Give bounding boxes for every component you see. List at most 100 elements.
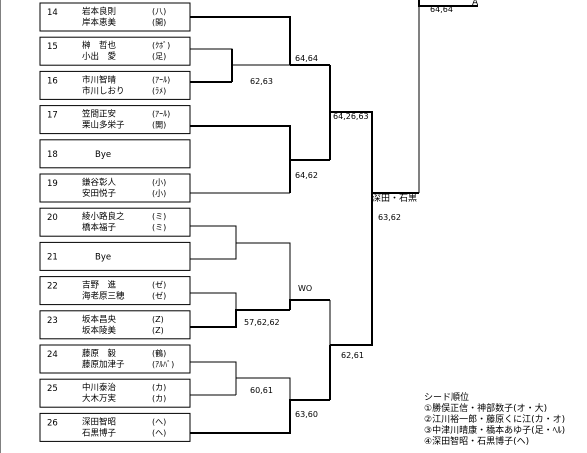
player-name: 深田智昭 bbox=[82, 416, 116, 427]
player-name: 石黒博子 bbox=[82, 427, 117, 438]
player-club: (ゼ) bbox=[152, 280, 166, 290]
player-name: 海老原三穂 bbox=[82, 291, 125, 302]
entry-number: 20 bbox=[47, 213, 58, 223]
player-club: (ﾗﾒ) bbox=[152, 86, 166, 95]
player-club: (ミ) bbox=[152, 223, 166, 232]
player-name: 市川しおり bbox=[82, 85, 125, 96]
player-name: 大木万実 bbox=[82, 393, 117, 404]
player-name: 笠間正安 bbox=[82, 109, 116, 120]
player-club: (カ) bbox=[152, 383, 166, 392]
player-name: 鎌谷彰人 bbox=[82, 177, 117, 188]
bracket-line-14 bbox=[190, 16, 291, 65]
seed-line-3: ③中津川晴康・橋本あゆ子(足・ﾍﾙ) bbox=[424, 424, 565, 436]
bracket-line-r3-top-out bbox=[330, 111, 373, 193]
player-club: (ヘ) bbox=[152, 417, 166, 426]
score-r3-top: 64,26,63 bbox=[333, 112, 369, 121]
entry-number: 19 bbox=[47, 179, 58, 189]
player-club: (Z) bbox=[152, 315, 164, 324]
player-club: (ｱｰﾙ) bbox=[152, 75, 170, 84]
bracket-line-22 bbox=[190, 292, 237, 327]
player-club: (足) bbox=[152, 52, 166, 61]
score-r2-26: 63,60 bbox=[295, 410, 318, 419]
bye-label: Bye bbox=[95, 252, 111, 262]
bracket-line-r3-bottom-out bbox=[330, 193, 373, 346]
entry-box-frame bbox=[39, 241, 191, 271]
score-labels: 64,64 A 62,63 64,64 64,62 64,26,63 63,62… bbox=[244, 0, 479, 419]
entry-box-frame bbox=[39, 344, 191, 374]
player-club: (小) bbox=[152, 178, 166, 187]
score-wo: WO bbox=[298, 284, 312, 293]
entry-box-frame bbox=[39, 139, 191, 169]
seed-line-1: ①勝俣正信・神部数子(オ・大) bbox=[424, 402, 547, 414]
player-club: (ヘ) bbox=[152, 428, 166, 437]
player-club: (Z) bbox=[152, 326, 164, 335]
entry-box-frame bbox=[39, 70, 191, 100]
entry-number: 14 bbox=[47, 8, 58, 18]
player-name: 吉野 進 bbox=[82, 281, 117, 291]
bracket-line-2425-out bbox=[236, 377, 291, 412]
player-club: (カ) bbox=[152, 394, 166, 403]
entry-number: 26 bbox=[47, 418, 58, 428]
entry-number: 15 bbox=[47, 42, 58, 52]
bracket-line-24 bbox=[190, 361, 237, 395]
seed-line-4: ④深田智昭・石黒博子(ヘ) bbox=[424, 435, 529, 447]
entry-box: 20 綾小路良之 (ミ) 橋本福子 (ミ) bbox=[39, 207, 191, 237]
bracket-line-15 bbox=[190, 48, 233, 82]
entry-number: 25 bbox=[47, 384, 58, 394]
entry-box-frame bbox=[39, 173, 191, 203]
player-name: 榊 哲也 bbox=[82, 40, 117, 51]
score-r2-22-23: 57,62,62 bbox=[244, 318, 280, 327]
score-semi: 63,62 bbox=[378, 213, 401, 222]
entry-box: 26 深田智昭 (ヘ) 石黒博子 (ヘ) bbox=[39, 412, 191, 442]
player-club: (ゼ) bbox=[152, 291, 166, 301]
player-name: 橋本福子 bbox=[82, 222, 117, 233]
player-name: 中川泰治 bbox=[82, 382, 117, 393]
bracket-line-20-21 bbox=[190, 225, 237, 260]
entry-number: 23 bbox=[47, 316, 58, 326]
score-top-right: 64,64 bbox=[430, 5, 453, 14]
player-club: (開) bbox=[152, 18, 166, 27]
score-r2-17-19: 64,62 bbox=[295, 171, 318, 180]
player-club: (ｸﾎﾞ) bbox=[152, 41, 170, 50]
entry-box-frame bbox=[39, 276, 191, 306]
entry-box-frame bbox=[39, 36, 191, 66]
player-name: 安田悦子 bbox=[82, 188, 117, 199]
bye-label: Bye bbox=[95, 150, 111, 160]
entry-box-frame bbox=[39, 207, 191, 237]
entry-number: 16 bbox=[47, 76, 58, 86]
semi-winner: 深田・石黒 bbox=[372, 193, 417, 204]
player-club: (鶴) bbox=[152, 348, 166, 358]
entry-number: 17 bbox=[47, 111, 58, 121]
entry-box-frame bbox=[39, 105, 191, 135]
seed-list: シード順位 ①勝俣正信・神部数子(オ・大) ②江川裕一郎・藤原くに江(カ・オ) … bbox=[424, 391, 565, 447]
player-name: 岩本良則 bbox=[82, 6, 116, 17]
entry-box-frame bbox=[39, 310, 191, 340]
bracket-lines bbox=[0, 0, 478, 453]
player-club: (ミ) bbox=[152, 212, 166, 221]
player-name: 市川智晴 bbox=[82, 74, 117, 85]
player-club: (開) bbox=[152, 121, 166, 130]
score-r1-15-16: 62,63 bbox=[250, 77, 273, 86]
player-name: 藤原 毅 bbox=[82, 348, 117, 359]
entry-box: 14 岩本良則 (八) 岸本恵美 (開) bbox=[39, 2, 191, 32]
bracket-line-17 bbox=[190, 125, 291, 193]
player-club: (小) bbox=[152, 189, 166, 198]
entry-box-frame bbox=[39, 2, 191, 32]
entry-box-frame bbox=[39, 378, 191, 408]
entry-box: 19 鎌谷彰人 (小) 安田悦子 (小) bbox=[39, 173, 191, 203]
entry-number: 18 bbox=[47, 150, 58, 160]
player-name: 坂本昌央 bbox=[82, 314, 117, 325]
bracket-line-23 bbox=[190, 309, 290, 328]
player-club: (八) bbox=[152, 7, 166, 16]
player-name: 岸本恵美 bbox=[82, 17, 117, 28]
player-name: 綾小路良之 bbox=[82, 211, 125, 222]
score-r2-14: 64,64 bbox=[295, 54, 318, 63]
player-name: 栗山多栄子 bbox=[82, 120, 125, 131]
